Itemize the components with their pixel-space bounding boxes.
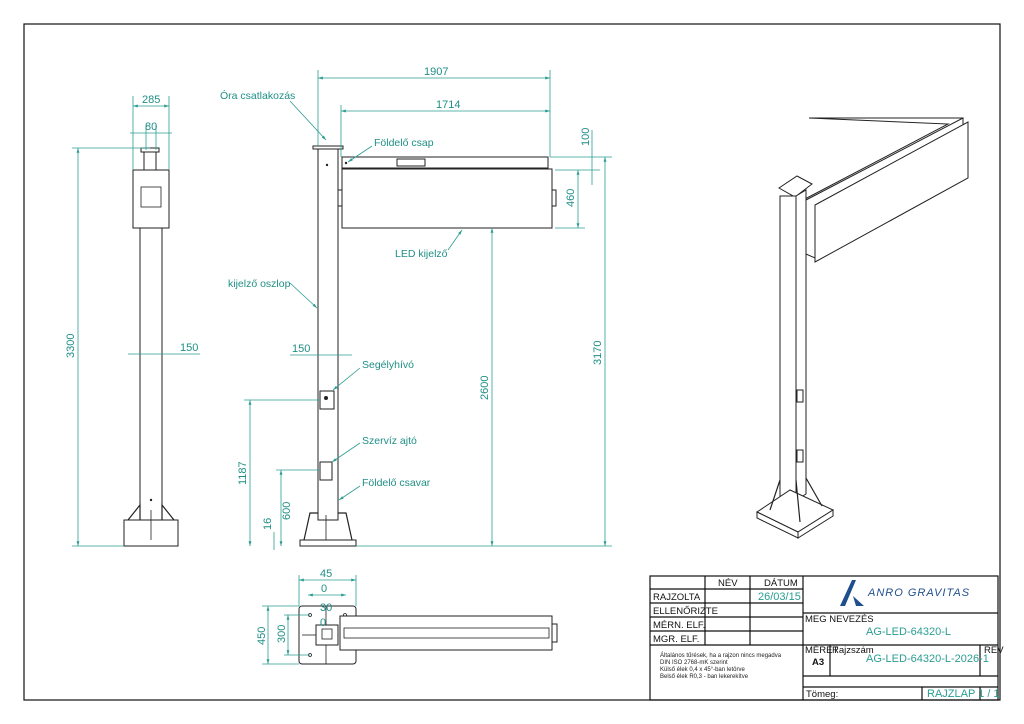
header-date: DÁTUM: [764, 578, 798, 589]
company-name: ANRO GRAVITAS: [867, 587, 970, 599]
top-view: 45 0 30 0 450 300: [256, 568, 558, 665]
row-label-mgr: MGR. ELF.: [653, 634, 699, 645]
dim-80: 80: [145, 121, 157, 133]
company-logo: ANRO GRAVITAS: [840, 580, 970, 606]
drawing-no-value: AG-LED-64320-L-2026-1: [866, 653, 989, 665]
note-line: Általános tűrések, ha a rajzon nincs meg…: [660, 652, 782, 659]
isometric-view: [755, 117, 969, 539]
dim-0-b: 0: [320, 617, 326, 629]
dim-600: 600: [281, 502, 293, 520]
dim-100: 100: [580, 128, 592, 146]
row-label-checked: ELLENŐRIZTE: [653, 606, 718, 617]
dim-16: 16: [262, 518, 274, 530]
dim-1714: 1714: [436, 99, 460, 111]
dim-150-front: 150: [292, 343, 310, 355]
note-line: Belső élek R0,3 - ban lekerekítve: [660, 674, 749, 680]
dim-30: 30: [320, 602, 332, 614]
dim-3300: 3300: [65, 334, 77, 358]
label-ground-pin: Földelő csap: [374, 137, 434, 149]
label-ground-screw: Földelő csavar: [362, 477, 431, 489]
name-label: MEG NEVEZÉS: [805, 614, 874, 625]
label-emergency-call: Segélyhívó: [362, 359, 414, 371]
dim-300: 300: [276, 625, 288, 643]
note-line: Külső élek 0,4 x 45°-ban letörve: [660, 667, 745, 673]
header-name: NÉV: [718, 578, 738, 589]
sheet-number: RAJZLAP 1 / 1: [927, 688, 1000, 700]
row-label-eng: MÉRN. ELF.: [653, 620, 705, 631]
dim-2600: 2600: [479, 376, 491, 400]
size-label: MÉRET: [805, 645, 838, 656]
name-value: AG-LED-64320-L: [866, 626, 951, 638]
size-value: A3: [812, 657, 824, 668]
dim-285: 285: [142, 94, 160, 106]
label-display-pole: kijelző oszlop: [228, 278, 291, 290]
side-view: 285 80 3300 150: [65, 94, 200, 547]
front-view: 1907 1714 100 460 3170 2600 1187 600 16 …: [220, 66, 612, 550]
dim-0-a: 0: [321, 583, 327, 595]
drawing-border: [23, 23, 1001, 701]
dim-3170: 3170: [592, 341, 604, 365]
label-meter-connection: Óra csatlakozás: [220, 89, 295, 102]
note-line: DIN ISO 2768-mK szerint: [660, 660, 728, 666]
title-block: NÉV DÁTUM RAJZOLTA 26/03/15 ELLENŐRIZTE …: [649, 575, 1004, 701]
dim-460: 460: [565, 189, 577, 207]
mass-label: Tömeg:: [806, 689, 838, 700]
dim-45: 45: [320, 568, 332, 580]
row-label-drawn: RAJZOLTA: [653, 592, 701, 603]
dim-450: 450: [256, 627, 268, 645]
label-service-door: Szervíz ajtó: [362, 435, 417, 447]
rev-label: REV: [984, 645, 1004, 656]
dim-1907: 1907: [424, 66, 448, 78]
drawing-no-label: Rajzszám: [832, 645, 874, 656]
row-date-drawn: 26/03/15: [758, 591, 801, 603]
dim-1187: 1187: [237, 461, 249, 485]
dim-150-side: 150: [180, 342, 198, 354]
label-led-display: LED kijelző: [395, 248, 448, 260]
